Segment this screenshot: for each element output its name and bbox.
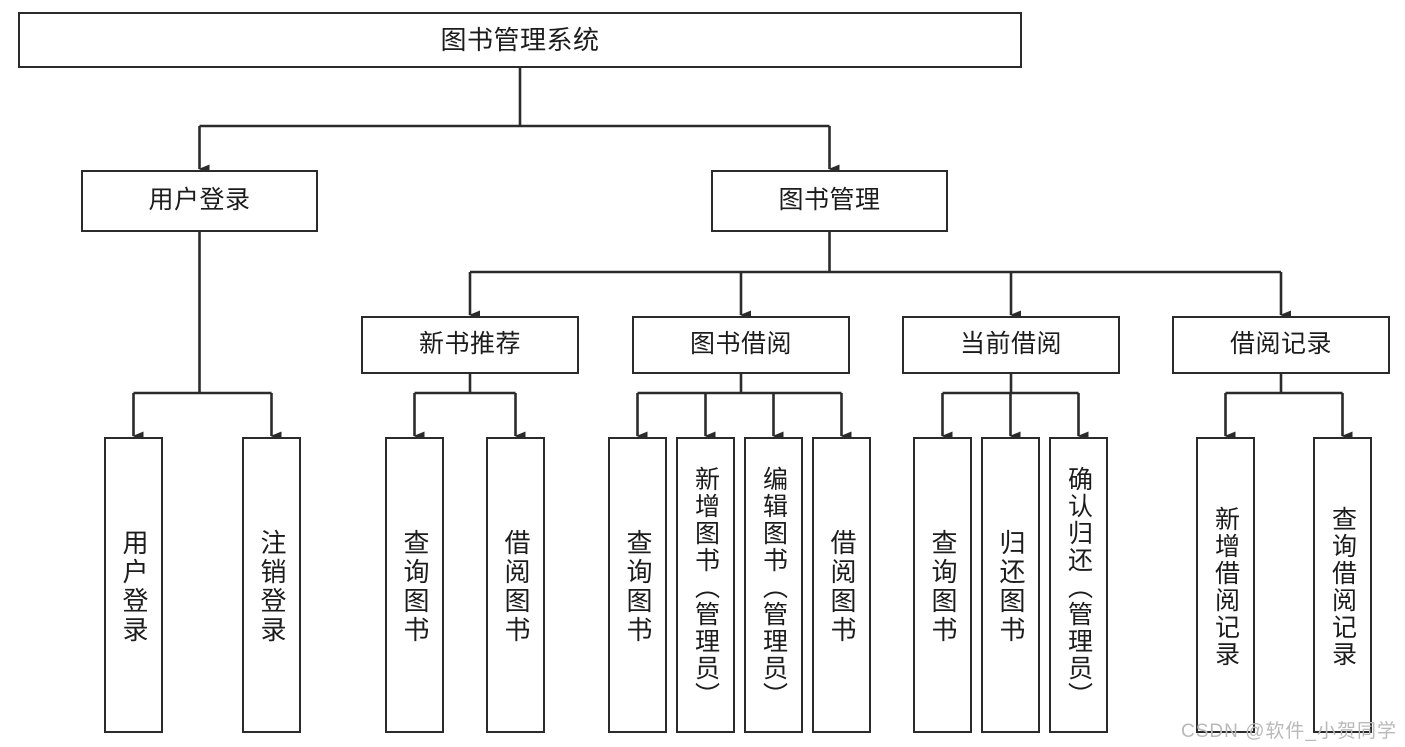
leaf-logout[interactable]: 注销登录 — [242, 437, 301, 733]
leaf-query-book-c[interactable]: 查询图书 — [913, 437, 972, 733]
leaf-query-book-b-label: 查询图书 — [623, 529, 654, 645]
node-root[interactable]: 图书管理系统 — [18, 12, 1022, 68]
leaf-confirm-return-label: 确认归还（管理员） — [1064, 465, 1093, 709]
leaf-edit-book[interactable]: 编辑图书（管理员） — [744, 437, 803, 733]
leaf-add-borrow-record[interactable]: 新增借阅记录 — [1196, 437, 1255, 733]
leaf-query-book-c-label: 查询图书 — [928, 529, 959, 645]
node-current-borrow[interactable]: 当前借阅 — [902, 316, 1120, 374]
leaf-borrow-book-b[interactable]: 借阅图书 — [812, 437, 871, 733]
leaf-query-borrow-record-label: 查询借阅记录 — [1328, 506, 1357, 668]
watermark: CSDN @软件_小贺同学 — [1181, 721, 1397, 742]
node-new-book-recommendation-label: 新书推荐 — [418, 330, 521, 359]
leaf-add-book-label: 新增图书（管理员） — [691, 465, 720, 709]
leaf-query-book-b[interactable]: 查询图书 — [608, 437, 667, 733]
node-root-label: 图书管理系统 — [440, 24, 600, 55]
leaf-return-book[interactable]: 归还图书 — [981, 437, 1040, 733]
leaf-return-book-label: 归还图书 — [996, 529, 1027, 645]
leaf-user-login[interactable]: 用户登录 — [104, 437, 163, 733]
node-book-borrow-label: 图书借阅 — [689, 330, 792, 359]
leaf-query-book-a[interactable]: 查询图书 — [385, 437, 444, 733]
leaf-confirm-return[interactable]: 确认归还（管理员） — [1049, 437, 1108, 733]
leaf-add-book[interactable]: 新增图书（管理员） — [676, 437, 735, 733]
leaf-edit-book-label: 编辑图书（管理员） — [759, 465, 788, 709]
node-user-login[interactable]: 用户登录 — [81, 170, 318, 232]
node-book-management-label: 图书管理 — [778, 186, 881, 215]
node-book-management[interactable]: 图书管理 — [711, 170, 948, 232]
leaf-user-login-label: 用户登录 — [119, 529, 150, 645]
leaf-borrow-book-a[interactable]: 借阅图书 — [486, 437, 545, 733]
node-new-book-recommendation[interactable]: 新书推荐 — [361, 316, 579, 374]
leaf-borrow-book-b-label: 借阅图书 — [827, 529, 858, 645]
leaf-query-borrow-record[interactable]: 查询借阅记录 — [1313, 437, 1372, 733]
node-book-borrow[interactable]: 图书借阅 — [632, 316, 850, 374]
leaf-borrow-book-a-label: 借阅图书 — [501, 529, 532, 645]
leaf-query-book-a-label: 查询图书 — [400, 529, 431, 645]
node-current-borrow-label: 当前借阅 — [959, 330, 1062, 359]
leaf-logout-label: 注销登录 — [257, 529, 288, 645]
node-borrow-record-label: 借阅记录 — [1229, 330, 1332, 359]
leaf-add-borrow-record-label: 新增借阅记录 — [1211, 506, 1240, 668]
node-user-login-label: 用户登录 — [148, 186, 251, 215]
node-borrow-record[interactable]: 借阅记录 — [1172, 316, 1390, 374]
